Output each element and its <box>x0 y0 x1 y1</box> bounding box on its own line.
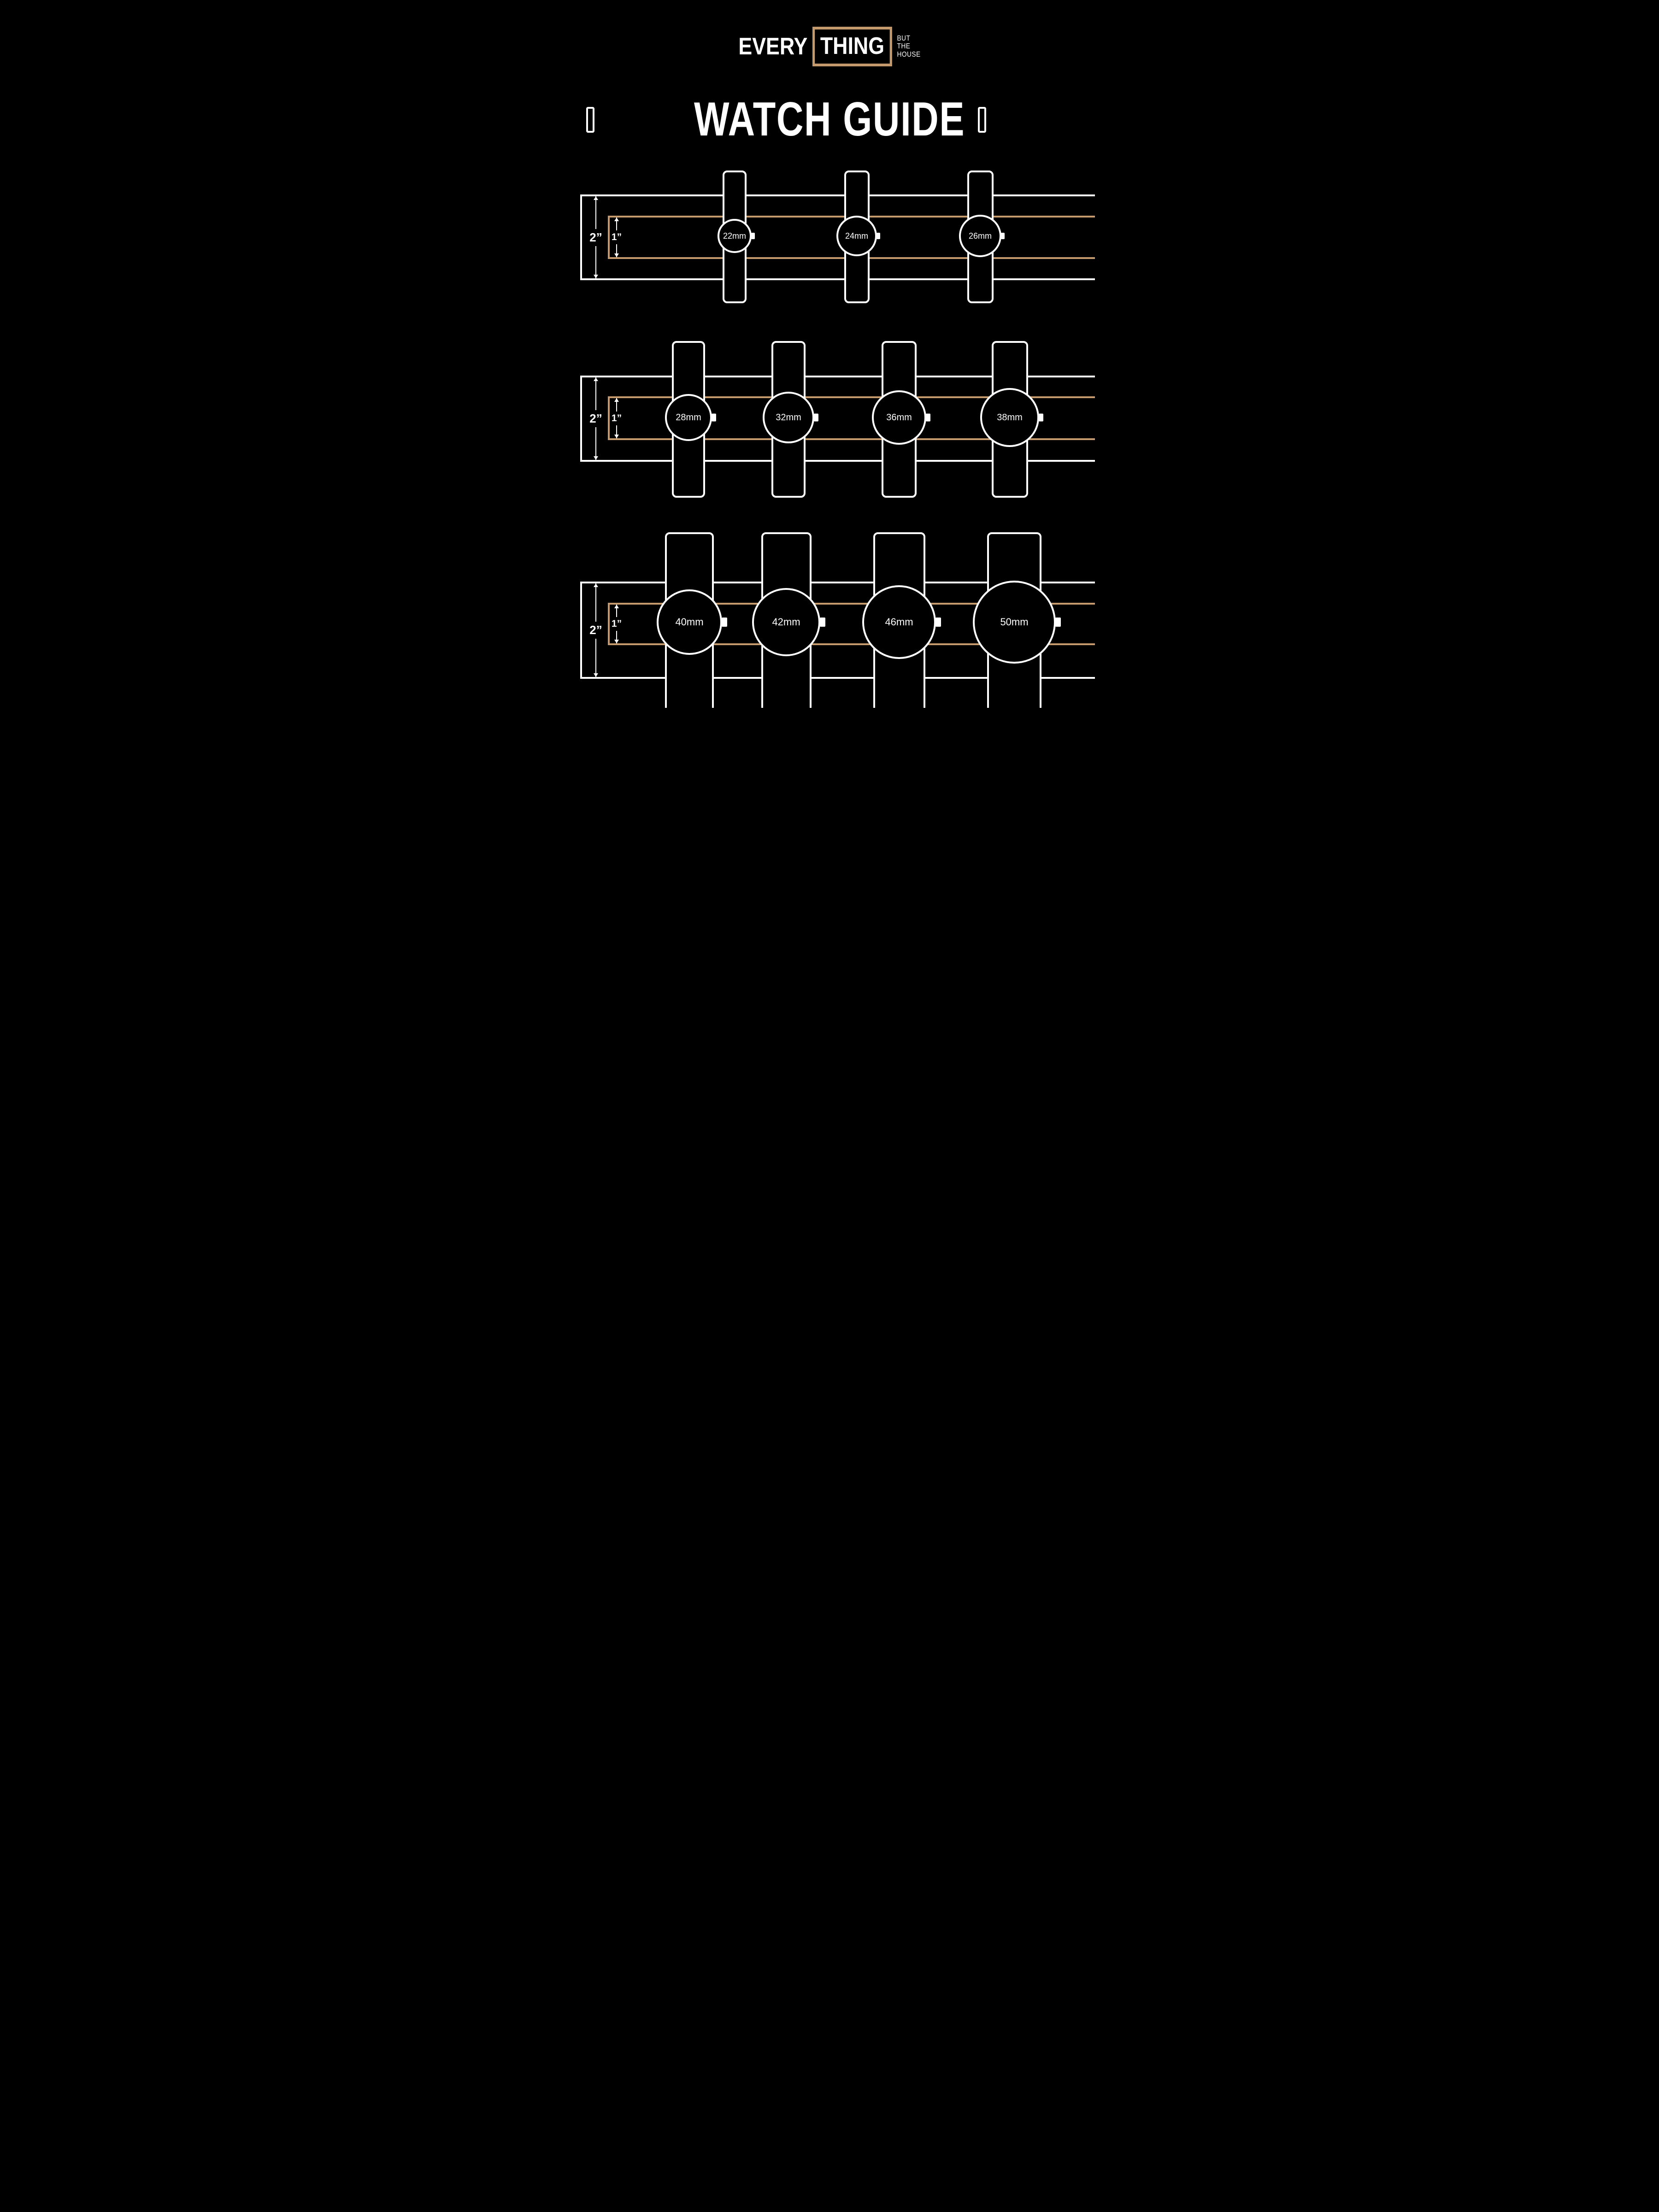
watch-crown-icon <box>1001 233 1005 239</box>
watch-size-label: 32mm <box>776 412 801 423</box>
watch-22mm: 22mm <box>718 171 755 303</box>
logo-tagline-the: THE <box>897 42 911 51</box>
watch-size-label: 46mm <box>885 616 913 628</box>
watch-size-label: 36mm <box>886 412 912 423</box>
measurement-1in-label: 1” <box>611 232 622 242</box>
watch-case: 32mm <box>763 392 814 443</box>
watch-guide-infographic: EVERY THING BUT THE HOUSE WATCH GUIDE 2”… <box>564 0 1095 708</box>
arrow-down-icon <box>614 425 619 438</box>
two-inch-band <box>580 582 1095 679</box>
watch-crown-icon <box>877 233 880 239</box>
title-decoration-left <box>586 107 594 133</box>
logo-text-every: EVERY <box>738 33 808 60</box>
watch-crown-icon <box>1055 618 1061 627</box>
watch-case: 50mm <box>973 581 1056 664</box>
watch-case: 46mm <box>862 585 936 659</box>
measurement-2in-label: 2” <box>589 412 602 425</box>
arrow-up-icon <box>594 583 598 622</box>
measurement-2in-label: 2” <box>589 623 602 637</box>
watch-crown-icon <box>751 233 755 239</box>
arrow-up-icon <box>614 218 619 230</box>
measurement-2in: 2” <box>588 377 604 460</box>
watch-40mm: 40mm <box>657 532 727 708</box>
logo-tagline: BUT THE HOUSE <box>897 35 921 59</box>
watch-size-label: 40mm <box>675 616 704 628</box>
arrow-up-icon <box>614 398 619 412</box>
logo-tagline-but: BUT <box>897 34 911 42</box>
watch-24mm: 24mm <box>836 171 880 303</box>
arrow-up-icon <box>594 196 598 229</box>
measurement-2in: 2” <box>588 196 604 278</box>
measurement-1in-label: 1” <box>611 412 622 424</box>
watch-28mm: 28mm <box>665 341 716 498</box>
watch-case: 22mm <box>718 219 752 253</box>
title-decoration-right <box>978 107 986 133</box>
watch-size-label: 22mm <box>723 231 746 241</box>
watch-46mm: 46mm <box>862 532 941 708</box>
two-inch-band <box>580 376 1095 462</box>
watch-38mm: 38mm <box>980 341 1043 498</box>
watch-size-label: 38mm <box>997 412 1023 423</box>
two-inch-band <box>580 194 1095 280</box>
arrow-down-icon <box>594 639 598 677</box>
watch-size-label: 26mm <box>968 231 992 241</box>
watch-case: 40mm <box>657 589 722 655</box>
watch-crown-icon <box>814 413 818 422</box>
watch-case: 42mm <box>752 588 820 656</box>
watch-crown-icon <box>1039 413 1043 422</box>
watch-size-label: 28mm <box>676 412 701 423</box>
watch-50mm: 50mm <box>973 532 1061 708</box>
watch-case: 38mm <box>980 388 1039 447</box>
watch-42mm: 42mm <box>752 532 825 708</box>
watch-case: 24mm <box>836 216 877 256</box>
logo-text-thing-boxed: THING <box>812 27 893 66</box>
measurement-2in-label: 2” <box>589 230 602 244</box>
measurement-1in: 1” <box>609 218 624 257</box>
page-title: WATCH GUIDE <box>694 93 965 146</box>
arrow-up-icon <box>614 605 619 617</box>
measurement-1in: 1” <box>609 605 624 643</box>
arrow-down-icon <box>594 427 598 460</box>
watch-crown-icon <box>926 413 930 422</box>
watch-36mm: 36mm <box>872 341 930 498</box>
measurement-2in: 2” <box>588 583 604 677</box>
watch-crown-icon <box>712 413 716 422</box>
watch-case: 28mm <box>665 394 712 441</box>
watch-crown-icon <box>722 618 727 627</box>
ebth-logo: EVERY THING BUT THE HOUSE <box>601 27 1058 66</box>
watch-case: 26mm <box>959 215 1001 257</box>
arrow-up-icon <box>594 377 598 410</box>
watch-case: 36mm <box>872 390 926 445</box>
watch-size-label: 50mm <box>1000 616 1029 628</box>
watch-size-label: 24mm <box>845 231 868 241</box>
watch-crown-icon <box>820 618 825 627</box>
logo-tagline-house: HOUSE <box>897 50 921 59</box>
one-inch-band <box>608 603 1095 645</box>
arrow-down-icon <box>614 244 619 257</box>
arrow-down-icon <box>614 631 619 643</box>
watch-32mm: 32mm <box>763 341 818 498</box>
measurement-1in-label: 1” <box>611 618 622 629</box>
watch-26mm: 26mm <box>959 171 1005 303</box>
one-inch-band <box>608 396 1095 440</box>
watch-crown-icon <box>935 618 941 627</box>
measurement-1in: 1” <box>609 398 624 438</box>
watch-size-label: 42mm <box>772 616 800 628</box>
arrow-down-icon <box>594 246 598 278</box>
